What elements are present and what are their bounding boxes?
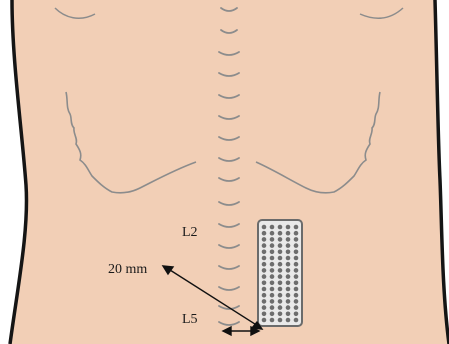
electrode-contact <box>262 231 267 236</box>
electrode-contact <box>286 225 291 230</box>
electrode-contact <box>294 299 299 304</box>
electrode-contact <box>294 250 299 255</box>
electrode-contact <box>262 237 267 242</box>
electrode-contact <box>270 262 275 267</box>
electrode-contact <box>278 262 283 267</box>
electrode-contact <box>286 299 291 304</box>
electrode-contact <box>262 299 267 304</box>
electrode-contact <box>270 293 275 298</box>
electrode-contact <box>294 262 299 267</box>
electrode-contact <box>294 305 299 310</box>
electrode-contact <box>262 262 267 267</box>
electrode-contact <box>294 287 299 292</box>
electrode-contact <box>270 274 275 279</box>
electrode-contact <box>278 243 283 248</box>
electrode-contact <box>278 299 283 304</box>
electrode-contact <box>270 312 275 317</box>
electrode-contact <box>278 318 283 323</box>
electrode-contact <box>294 281 299 286</box>
electrode-contact <box>286 305 291 310</box>
distance-label: 20 mm <box>108 262 147 277</box>
electrode-contact <box>278 256 283 261</box>
electrode-contact <box>262 305 267 310</box>
electrode-contact <box>286 262 291 267</box>
electrode-contact <box>278 231 283 236</box>
electrode-contact <box>262 268 267 273</box>
electrode-contact <box>278 268 283 273</box>
electrode-contact <box>262 281 267 286</box>
electrode-contact <box>286 256 291 261</box>
electrode-contact <box>294 225 299 230</box>
electrode-contact <box>278 237 283 242</box>
electrode-contact <box>270 250 275 255</box>
electrode-contact <box>286 231 291 236</box>
electrode-contact <box>278 225 283 230</box>
electrode-contact <box>270 256 275 261</box>
electrode-contact <box>278 305 283 310</box>
electrode-contact <box>294 312 299 317</box>
electrode-contact <box>294 268 299 273</box>
electrode-contact <box>286 237 291 242</box>
electrode-contact <box>270 299 275 304</box>
electrode-contact <box>278 312 283 317</box>
electrode-contact <box>262 225 267 230</box>
electrode-contact <box>294 237 299 242</box>
electrode-contact <box>270 287 275 292</box>
electrode-contact <box>270 268 275 273</box>
electrode-contact <box>262 256 267 261</box>
electrode-contact <box>278 274 283 279</box>
electrode-pad <box>258 220 302 326</box>
electrode-contact <box>270 305 275 310</box>
electrode-contact <box>262 274 267 279</box>
electrode-contact <box>270 281 275 286</box>
electrode-contact <box>294 293 299 298</box>
electrode-contact <box>270 243 275 248</box>
electrode-contact <box>286 274 291 279</box>
electrode-contact <box>286 281 291 286</box>
electrode-contact <box>262 318 267 323</box>
electrode-contact <box>262 293 267 298</box>
electrode-contact <box>262 287 267 292</box>
electrode-contact <box>270 237 275 242</box>
l2-label: L2 <box>182 225 198 240</box>
electrode-contact <box>278 287 283 292</box>
electrode-contact <box>286 268 291 273</box>
electrode-contact <box>262 243 267 248</box>
electrode-contact <box>278 293 283 298</box>
electrode-array <box>258 220 302 326</box>
electrode-contact <box>294 256 299 261</box>
electrode-contact <box>270 318 275 323</box>
electrode-contact <box>262 312 267 317</box>
electrode-contact <box>286 312 291 317</box>
electrode-contact <box>270 231 275 236</box>
electrode-contact <box>278 250 283 255</box>
electrode-contact <box>286 293 291 298</box>
electrode-contact <box>286 287 291 292</box>
electrode-contact <box>286 318 291 323</box>
electrode-contact <box>286 250 291 255</box>
electrode-contact <box>270 225 275 230</box>
electrode-contact <box>294 243 299 248</box>
l5-label: L5 <box>182 312 198 327</box>
electrode-contact <box>294 274 299 279</box>
electrode-contact <box>262 250 267 255</box>
electrode-contact <box>294 318 299 323</box>
electrode-contact <box>286 243 291 248</box>
electrode-contact <box>294 231 299 236</box>
electrode-contact <box>278 281 283 286</box>
